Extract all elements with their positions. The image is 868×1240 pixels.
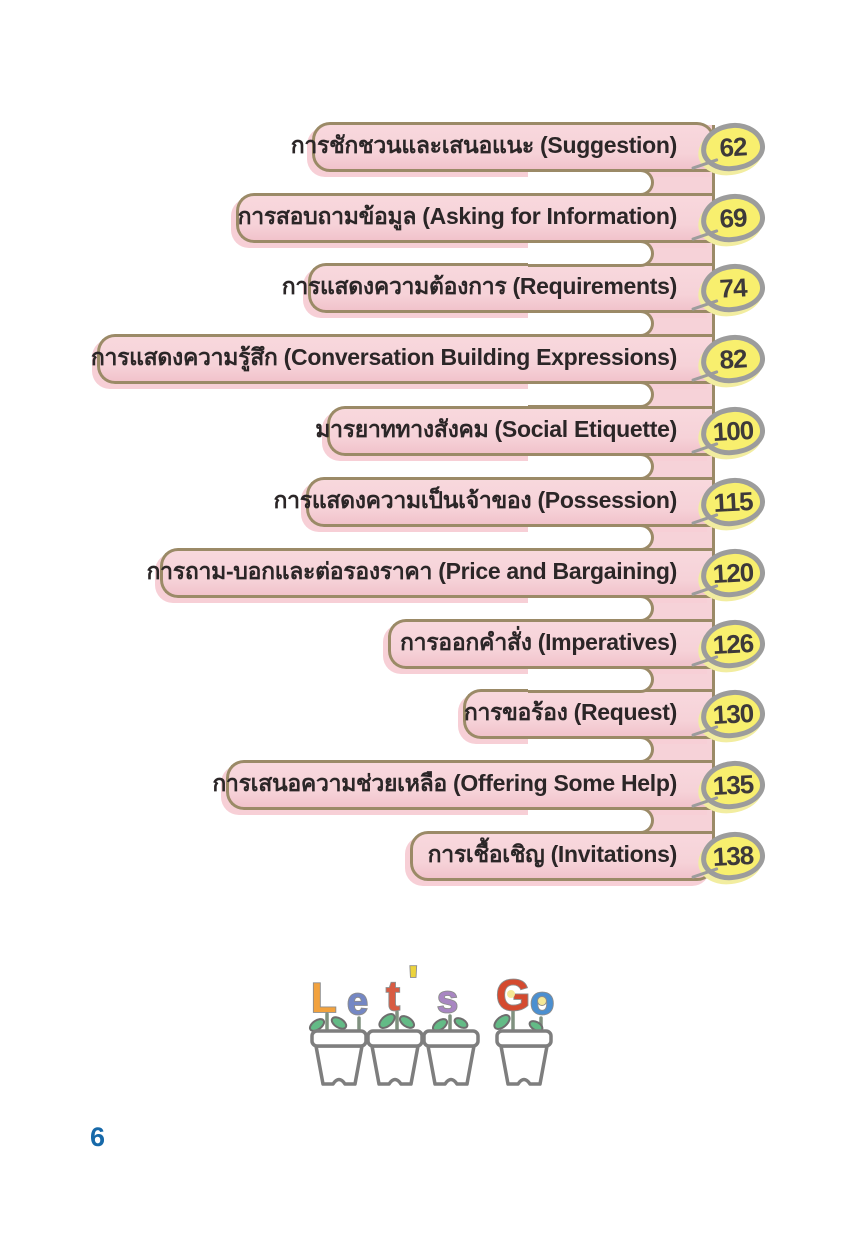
- lets-go-illustration: L e t ' s G o: [308, 958, 555, 1086]
- toc-entry-title: การแสดงความต้องการ (Requirements): [281, 273, 678, 299]
- toc-page-number: 120: [712, 556, 754, 589]
- toc-entry: การเชื้อเชิญ (Invitations): [410, 831, 715, 881]
- toc-entry-title: การถาม-บอกและต่อรองราคา (Price and Barga…: [146, 558, 678, 584]
- toc-entry-title: การออกคำสั่ง (Imperatives): [400, 629, 677, 655]
- toc-entry-title: การเชื้อเชิญ (Invitations): [427, 841, 678, 867]
- toc-gap-slot: [528, 169, 654, 196]
- toc-page-number: 82: [718, 342, 748, 375]
- toc-gap-slot: [528, 666, 654, 693]
- toc-gap-slot: [528, 595, 654, 622]
- toc-gap-slot: [528, 807, 654, 834]
- letter-e: e: [347, 981, 368, 1023]
- toc-entry: การออกคำสั่ง (Imperatives): [388, 619, 712, 669]
- toc-gap-slot: [528, 736, 654, 763]
- flower-pots: [310, 1029, 553, 1086]
- toc-entry: การชักชวนและเสนอแนะ (Suggestion): [291, 122, 715, 172]
- toc-page-number: 100: [712, 414, 754, 447]
- toc-gap-slot: [528, 381, 654, 408]
- toc-page-number: 135: [712, 768, 754, 801]
- toc-gap-slot: [528, 524, 654, 551]
- toc-gap-slot: [528, 310, 654, 337]
- toc-entry: การแสดงความต้องการ (Requirements): [282, 263, 712, 313]
- toc-page-number: 69: [718, 201, 748, 234]
- toc-page-number: 74: [718, 271, 748, 304]
- toc-entry: การเสนอความช่วยเหลือ (Offering Some Help…: [212, 760, 712, 810]
- toc-entry-title: การแสดงความรู้สึก (Conversation Building…: [90, 344, 677, 370]
- g-flower-center: [507, 990, 515, 998]
- toc-entry-title: การขอร้อง (Request): [463, 699, 677, 725]
- toc-entry-title: การชักชวนและเสนอแนะ (Suggestion): [290, 132, 678, 158]
- toc-page-number: 126: [712, 627, 754, 660]
- o-flower-center: [537, 996, 547, 1006]
- toc-entry-title: มารยาททางสังคม (Social Etiquette): [315, 416, 677, 442]
- letter-l: L: [311, 974, 337, 1021]
- toc-gap-slot: [528, 453, 654, 480]
- toc-entry: การสอบถามข้อมูล (Asking for Information): [236, 193, 712, 243]
- toc-page-number: 115: [712, 485, 754, 518]
- toc-entry: การแสดงความเป็นเจ้าของ (Possession): [274, 477, 712, 527]
- toc-entry: การแสดงความรู้สึก (Conversation Building…: [91, 334, 712, 384]
- page-number: 6: [90, 1122, 106, 1152]
- letter-t: t: [386, 972, 400, 1019]
- toc-entry-title: การสอบถามข้อมูล (Asking for Information): [237, 203, 678, 229]
- toc-gap-slot: [528, 240, 654, 267]
- toc-entry: การถาม-บอกและต่อรองราคา (Price and Barga…: [147, 548, 712, 598]
- toc-entry-title: การเสนอความช่วยเหลือ (Offering Some Help…: [212, 770, 677, 796]
- toc-entry: มารยาททางสังคม (Social Etiquette): [315, 406, 712, 456]
- letter-s: s: [437, 979, 458, 1021]
- flower-leaves: [308, 1013, 544, 1032]
- apostrophe: ': [408, 958, 418, 1006]
- toc-entry: การขอร้อง (Request): [463, 689, 712, 739]
- toc-page-number: 138: [712, 839, 754, 872]
- toc-page-number: 130: [712, 697, 754, 730]
- toc-entry-title: การแสดงความเป็นเจ้าของ (Possession): [273, 487, 678, 513]
- toc-page-number: 62: [718, 130, 748, 163]
